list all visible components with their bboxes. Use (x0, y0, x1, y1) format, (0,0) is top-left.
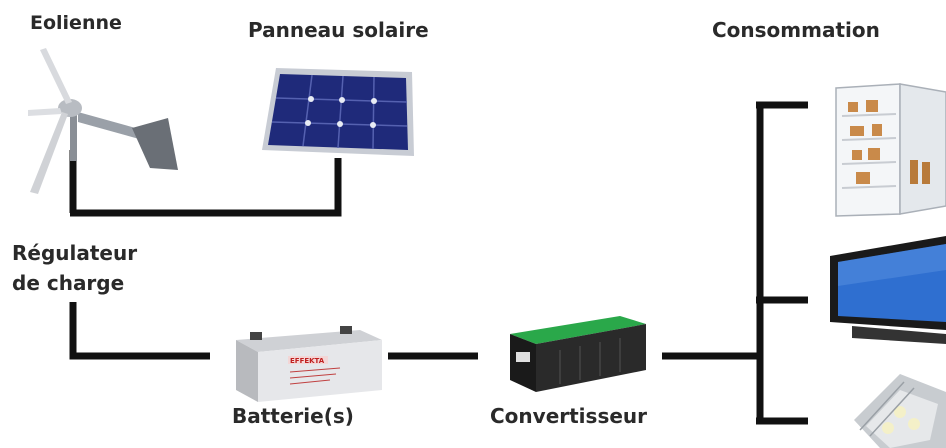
wiring (69, 101, 808, 425)
charge-regulator-label: Régulateur de charge (12, 238, 137, 298)
wire-regulator-to-battery (69, 302, 210, 360)
tv-icon (830, 236, 946, 344)
battery-label: Batterie(s) (232, 404, 354, 428)
solar-panel-label: Panneau solaire (248, 18, 429, 42)
wire-panel-to-regulator (70, 158, 342, 217)
led-bulb-icon (854, 374, 946, 448)
wind-turbine-label: Eolienne (30, 12, 122, 34)
charge-regulator-label-line1: Régulateur (12, 241, 138, 265)
converter-label: Convertisseur (490, 404, 648, 428)
fridge-icon (835, 83, 946, 217)
solar-panel-icon (262, 68, 414, 156)
battery-brand-text: EFFEKTA (290, 357, 325, 365)
battery-icon: EFFEKTA (236, 326, 382, 402)
wind-turbine-icon (28, 48, 178, 194)
charge-regulator-label-line2: de charge (12, 271, 125, 295)
inverter-icon (510, 316, 646, 392)
consumption-label: Consommation (712, 18, 880, 42)
